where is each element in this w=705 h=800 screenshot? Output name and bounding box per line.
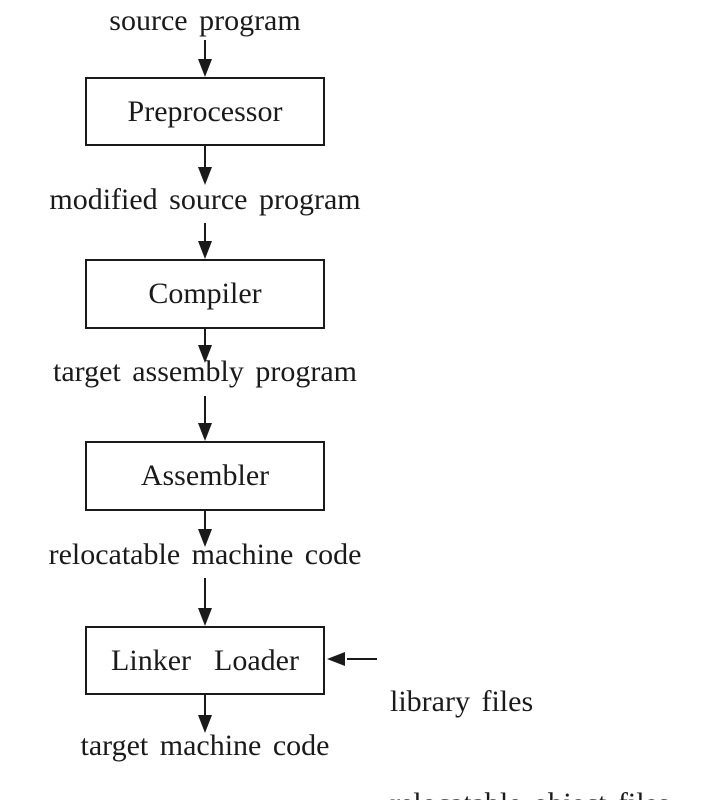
compiler-box: Compiler [85, 259, 325, 329]
arrow-side-inputs-to-linker [327, 652, 377, 666]
assembler-box: Assembler [85, 441, 325, 511]
preprocessor-box-label: Preprocessor [127, 94, 283, 128]
modified-source-program-label: modified source program [49, 183, 361, 216]
preprocessor-box: Preprocessor [85, 77, 325, 146]
library-files-label: library files [390, 685, 534, 718]
linker-loader-box: Linker Loader [85, 626, 325, 695]
arrow-source-to-preprocessor [198, 40, 212, 77]
side-inputs-label: library files relocatable object files [390, 617, 670, 800]
arrow-modified-source-to-compiler [198, 223, 212, 259]
source-program-label: source program [109, 4, 301, 37]
target-machine-code-label: target machine code [80, 729, 330, 762]
relocatable-machine-code-label: relocatable machine code [48, 538, 362, 571]
linker-loader-box-label: Linker Loader [111, 643, 299, 677]
arrow-relocatable-code-to-linker [198, 578, 212, 626]
assembler-box-label: Assembler [140, 459, 270, 492]
relocatable-object-files-label: relocatable object files [390, 787, 670, 800]
compiler-box-label: Compiler [148, 277, 262, 310]
target-assembly-program-label: target assembly program [52, 355, 358, 388]
arrow-preprocessor-to-modified-source [198, 146, 212, 185]
arrow-target-assembly-to-assembler [198, 396, 212, 441]
